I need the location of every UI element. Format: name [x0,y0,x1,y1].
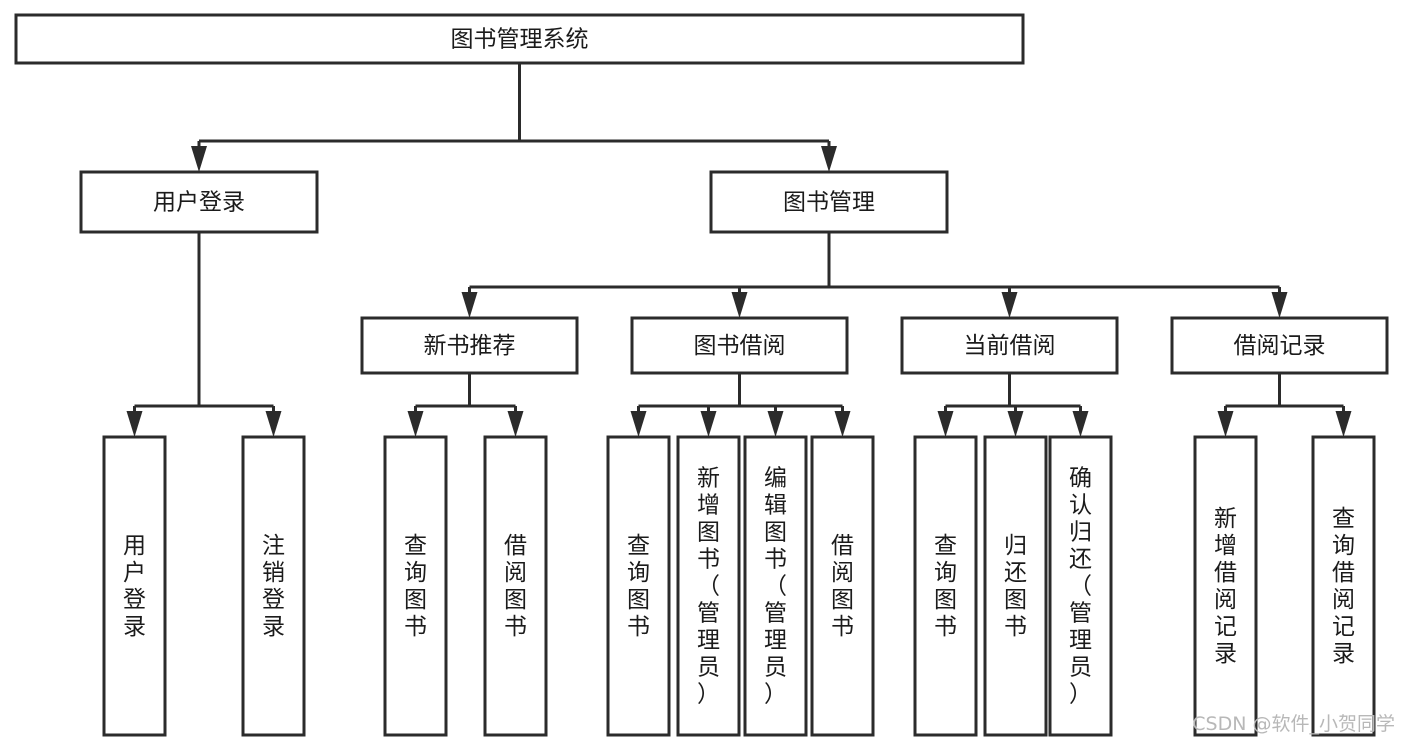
node-leaf-add-book[interactable]: 新增图书（管理员） [676,435,741,737]
connector-lines-layer [126,63,1352,437]
node-leaf-return-book[interactable]: 归还图书 [983,435,1048,737]
node-leaf-query-book-borrow[interactable]: 查询图书 [606,435,671,737]
arrowhead-icon [507,411,524,437]
node-box-leaf-user-login[interactable] [102,435,167,737]
node-box-current-borrow[interactable] [900,316,1119,375]
arrowhead-icon [461,292,478,318]
arrowhead-icon [821,146,837,172]
node-label-root: 图书管理系统 [451,27,589,53]
node-label-leaf-borrow-book-rec: 借阅图书 [504,533,527,640]
node-box-leaf-user-logout[interactable] [241,435,306,737]
node-box-user-login[interactable] [79,170,319,234]
node-box-leaf-confirm-return[interactable] [1048,435,1113,737]
node-box-leaf-add-book[interactable] [676,435,741,737]
node-label-leaf-add-book: 新增图书（管理员） [697,466,720,708]
arrowhead-icon [265,411,282,437]
node-label-leaf-confirm-return: 确认归还（管理员） [1069,466,1092,708]
node-box-borrow-record[interactable] [1170,316,1389,375]
node-label-leaf-add-record: 新增借阅记录 [1214,506,1237,667]
arrowhead-icon [1007,411,1024,437]
arrowhead-icon [1072,411,1089,437]
node-new-book-recommend[interactable]: 新书推荐 [360,316,579,375]
node-label-leaf-user-login: 用户登录 [123,533,146,640]
node-box-leaf-add-record[interactable] [1193,435,1258,737]
arrowhead-icon [731,292,748,318]
node-box-leaf-query-book-rec[interactable] [383,435,448,737]
node-label-leaf-query-record: 查询借阅记录 [1332,506,1355,667]
node-leaf-query-book-current[interactable]: 查询图书 [913,435,978,737]
node-label-book-borrow: 图书借阅 [694,333,786,359]
node-label-user-login: 用户登录 [153,190,245,216]
arrowhead-icon [407,411,424,437]
node-box-book-borrow[interactable] [630,316,849,375]
node-leaf-confirm-return[interactable]: 确认归还（管理员） [1048,435,1113,737]
node-box-leaf-borrow-book-rec[interactable] [483,435,548,737]
arrowhead-icon [630,411,647,437]
arrowhead-icon [767,411,784,437]
node-leaf-user-logout[interactable]: 注销登录 [241,435,306,737]
node-leaf-add-record[interactable]: 新增借阅记录 [1193,435,1258,737]
node-box-leaf-query-book-borrow[interactable] [606,435,671,737]
node-label-leaf-edit-book: 编辑图书（管理员） [764,466,787,708]
node-box-leaf-query-book-current[interactable] [913,435,978,737]
node-book-borrow[interactable]: 图书借阅 [630,316,849,375]
node-leaf-user-login[interactable]: 用户登录 [102,435,167,737]
node-label-leaf-user-logout: 注销登录 [262,533,285,640]
node-box-leaf-query-record[interactable] [1311,435,1376,737]
node-boxes-layer: 图书管理系统用户登录图书管理新书推荐图书借阅当前借阅借阅记录用户登录注销登录查询… [14,13,1389,737]
arrowhead-icon [1335,411,1352,437]
node-label-borrow-record: 借阅记录 [1234,333,1326,359]
node-label-new-book-recommend: 新书推荐 [424,333,516,359]
node-leaf-query-book-rec[interactable]: 查询图书 [383,435,448,737]
node-leaf-edit-book[interactable]: 编辑图书（管理员） [743,435,808,737]
node-label-leaf-query-book-current: 查询图书 [934,533,957,640]
node-label-leaf-borrow-book: 借阅图书 [831,533,854,640]
arrowhead-icon [191,146,207,172]
arrowhead-icon [1271,292,1288,318]
node-label-leaf-query-book-rec: 查询图书 [404,533,427,640]
node-box-leaf-return-book[interactable] [983,435,1048,737]
node-box-book-manage[interactable] [709,170,949,234]
node-leaf-query-record[interactable]: 查询借阅记录 [1311,435,1376,737]
node-box-new-book-recommend[interactable] [360,316,579,375]
node-label-book-manage: 图书管理 [783,190,875,216]
arrowhead-icon [1001,292,1018,318]
node-box-leaf-borrow-book[interactable] [810,435,875,737]
arrowhead-icon [834,411,851,437]
arrowhead-icon [937,411,954,437]
node-leaf-borrow-book-rec[interactable]: 借阅图书 [483,435,548,737]
node-label-leaf-return-book: 归还图书 [1004,533,1027,640]
node-current-borrow[interactable]: 当前借阅 [900,316,1119,375]
node-borrow-record[interactable]: 借阅记录 [1170,316,1389,375]
node-leaf-borrow-book[interactable]: 借阅图书 [810,435,875,737]
arrowhead-icon [700,411,717,437]
csdn-watermark: CSDN @软件_小贺同学 [1192,713,1395,735]
node-box-root[interactable] [14,13,1025,65]
node-label-leaf-query-book-borrow: 查询图书 [627,533,650,640]
node-user-login[interactable]: 用户登录 [79,170,319,234]
arrowhead-icon [1217,411,1234,437]
node-root[interactable]: 图书管理系统 [14,13,1025,65]
node-box-leaf-edit-book[interactable] [743,435,808,737]
node-book-manage[interactable]: 图书管理 [709,170,949,234]
arrowhead-icon [126,411,143,437]
node-label-current-borrow: 当前借阅 [964,333,1056,359]
